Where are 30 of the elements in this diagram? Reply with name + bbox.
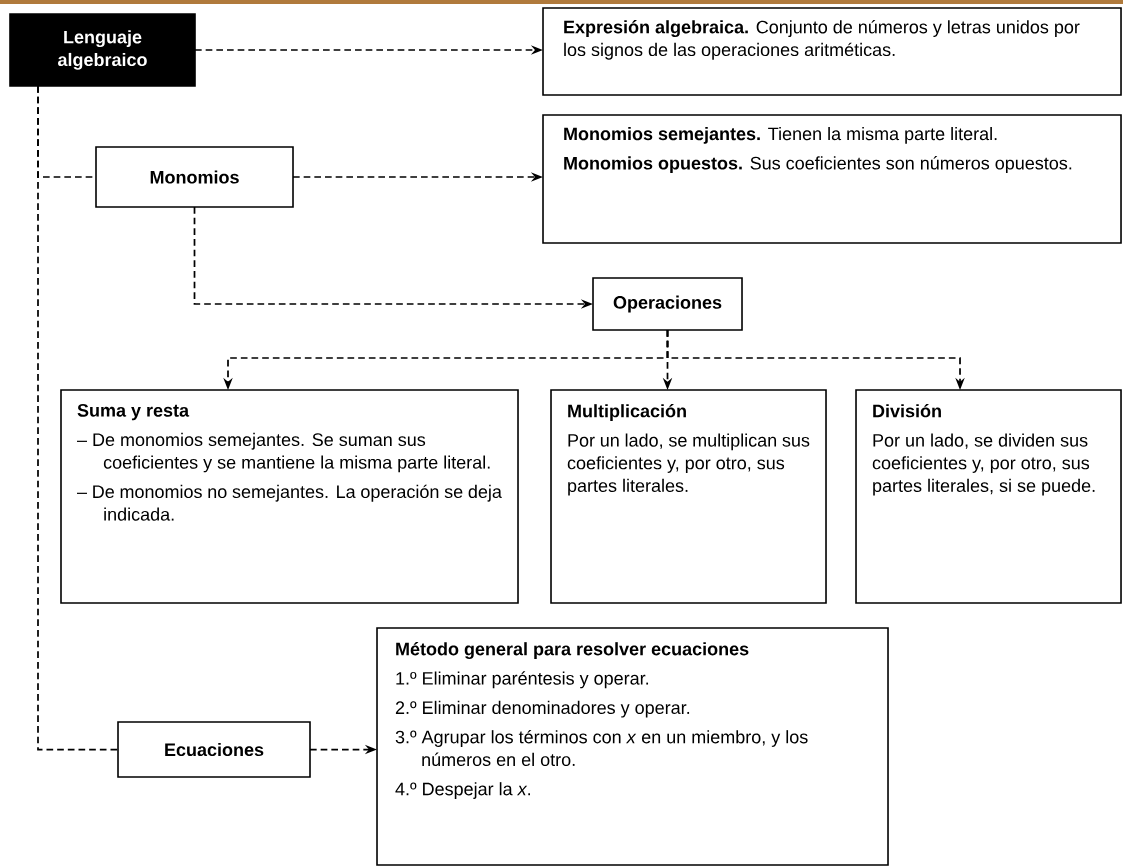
description-text: Por un lado, se multiplican sus coeficientes y, por otro, sus partes literales. (567, 433, 810, 496)
concept-box (95, 146, 294, 208)
box-title: Operaciones (613, 295, 722, 313)
concept-box (117, 721, 311, 778)
list-item: 4.º Despejar la x. (395, 782, 530, 799)
definition-text: Monomios opuestos. Sus coeficientes son números opuestos. (564, 156, 1072, 174)
method-box (376, 627, 889, 866)
heading: Método general para resolver ecuaciones (396, 642, 749, 659)
definition-box (542, 7, 1122, 96)
definition-text: Expresión algebraica. Conjunto de números y letras unidos por los signos de las operaciones aritméticas. (564, 20, 1080, 60)
list-item: – De monomios semejantes. Se suman sus coeficientes y se mantiene la misma parte literal. (77, 432, 490, 473)
description-text: Por un lado, se dividen sus coeficientes y, por otro, sus partes literales, si se puede. (872, 433, 1095, 496)
list-item: – De monomios no semejantes. La operación se deja indicada. (77, 484, 502, 521)
box-title: Ecuaciones (165, 742, 264, 757)
definition-box (542, 114, 1122, 244)
list-item: 3.º Agrupar los términos con x en un miembro, y los números en el otro. (395, 729, 808, 767)
concept-box (592, 277, 743, 331)
title-box (9, 13, 196, 87)
heading: División (873, 404, 941, 418)
box-title: Monomios (150, 170, 239, 184)
list-item: 2.º Eliminar denominadores y operar. (395, 700, 690, 718)
dashed-connector (37, 85, 119, 751)
heading: Suma y resta (77, 404, 190, 421)
list-item: 1.º Eliminar paréntesis y operar. (396, 671, 649, 689)
operation-box (60, 389, 519, 604)
definition-text: Monomios semejantes. Tienen la misma parte literal. (564, 127, 997, 144)
heading: Multiplicación (568, 404, 686, 421)
operation-box (550, 389, 827, 604)
box-title: Lenguaje algebraico (58, 30, 147, 70)
operation-box (855, 389, 1122, 604)
